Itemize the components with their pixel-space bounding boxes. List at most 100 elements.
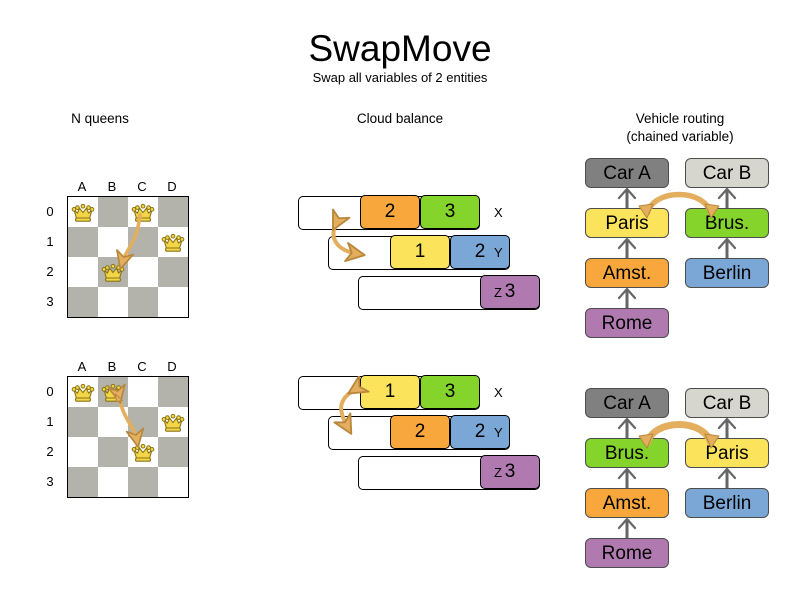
page-title: SwapMove: [308, 28, 492, 69]
board-cell-b1[interactable]: [98, 407, 128, 437]
cloud-process-purple-3[interactable]: 3: [480, 274, 540, 309]
board-cell-a3[interactable]: [68, 287, 98, 317]
vehicle-car-b[interactable]: Car B: [685, 388, 769, 418]
cloud-label-x: X: [494, 205, 503, 220]
board-cell-b1[interactable]: [98, 227, 128, 257]
board-cell-b2[interactable]: [98, 437, 128, 467]
page-subtitle: Swap all variables of 2 entities: [312, 70, 488, 85]
cloud-process-orange-2[interactable]: 2: [390, 414, 450, 449]
cloud-process-yellow-1[interactable]: 1: [360, 374, 420, 409]
board-column-label-b: B: [107, 179, 117, 194]
board-row-label-2: 2: [46, 444, 54, 459]
board-column-label-a: A: [77, 359, 87, 374]
section-title-n-queens: N queens: [71, 111, 129, 126]
vehicle-swap-arrow-before: [638, 191, 720, 219]
board-cell-c3[interactable]: [128, 287, 158, 317]
board-cell-a0[interactable]: [68, 377, 98, 407]
board-cell-a1[interactable]: [68, 407, 98, 437]
board-cell-b0[interactable]: [98, 197, 128, 227]
cloud-process-purple-3[interactable]: 3: [480, 454, 540, 489]
board-row-label-3: 3: [46, 294, 54, 309]
cloud-label-y: Y: [494, 425, 503, 440]
board-cell-d3[interactable]: [158, 287, 188, 317]
cloud-process-blue-2[interactable]: 2: [450, 414, 510, 449]
vehicle-swap-arrow-after: [638, 421, 720, 449]
cloud-label-z: Z: [494, 465, 502, 480]
customer-berlin[interactable]: Berlin: [685, 488, 769, 518]
customer-brus[interactable]: Brus.: [685, 208, 769, 238]
board-cell-c2[interactable]: [128, 437, 158, 467]
cloud-process-yellow-1[interactable]: 1: [390, 234, 450, 269]
cloud-process-green-3[interactable]: 3: [420, 374, 480, 409]
chessboard-before: [67, 196, 189, 318]
chain-arrows-car-a-after: [617, 418, 637, 538]
board-cell-a0[interactable]: [68, 197, 98, 227]
board-cell-c0[interactable]: [128, 377, 158, 407]
board-cell-b2[interactable]: [98, 257, 128, 287]
board-cell-b3[interactable]: [98, 467, 128, 497]
board-cell-c0[interactable]: [128, 197, 158, 227]
board-row-label-1: 1: [46, 234, 54, 249]
customer-paris[interactable]: Paris: [685, 438, 769, 468]
board-cell-c1[interactable]: [128, 407, 158, 437]
chessboard-after: [67, 376, 189, 498]
section-title-cloud-balance: Cloud balance: [356, 111, 444, 126]
board-cell-a2[interactable]: [68, 437, 98, 467]
board-cell-d0[interactable]: [158, 197, 188, 227]
cloud-process-blue-2[interactable]: 2: [450, 234, 510, 269]
chain-arrows-car-a-before: [617, 188, 637, 308]
cloud-label-z: Z: [494, 285, 502, 300]
n-queens-board-before: A B C D 0 1 2 3: [22, 179, 202, 342]
board-row-label-1: 1: [46, 414, 54, 429]
section-title-line-2: (chained variable): [626, 129, 734, 144]
board-cell-c3[interactable]: [128, 467, 158, 497]
board-cell-d2[interactable]: [158, 257, 188, 287]
board-cell-c2[interactable]: [128, 257, 158, 287]
customer-amst[interactable]: Amst.: [585, 258, 669, 288]
board-column-label-a: A: [77, 179, 87, 194]
board-column-label-c: C: [137, 179, 147, 194]
board-column-label-d: D: [167, 359, 177, 374]
board-column-label-b: B: [107, 359, 117, 374]
board-cell-b0[interactable]: [98, 377, 128, 407]
board-cell-a2[interactable]: [68, 257, 98, 287]
board-cell-d1[interactable]: [158, 227, 188, 257]
board-row-label-0: 0: [46, 204, 54, 219]
customer-rome[interactable]: Rome: [585, 538, 669, 568]
board-row-label-3: 3: [46, 474, 54, 489]
cloud-process-orange-2[interactable]: 2: [360, 194, 420, 229]
section-title-vehicle-routing: Vehicle routing (chained variable): [580, 110, 780, 146]
board-column-label-d: D: [167, 179, 177, 194]
vehicle-car-a[interactable]: Car A: [585, 158, 669, 188]
board-column-label-c: C: [137, 359, 147, 374]
customer-berlin[interactable]: Berlin: [685, 258, 769, 288]
board-cell-d3[interactable]: [158, 467, 188, 497]
board-cell-a1[interactable]: [68, 227, 98, 257]
cloud-label-y: Y: [494, 245, 503, 260]
board-cell-d2[interactable]: [158, 437, 188, 467]
board-cell-a3[interactable]: [68, 467, 98, 497]
board-cell-c1[interactable]: [128, 227, 158, 257]
board-cell-b3[interactable]: [98, 287, 128, 317]
customer-rome[interactable]: Rome: [585, 308, 669, 338]
board-cell-d1[interactable]: [158, 407, 188, 437]
board-row-label-2: 2: [46, 264, 54, 279]
cloud-label-x: X: [494, 385, 503, 400]
section-title-line-1: Vehicle routing: [635, 111, 725, 126]
customer-brus[interactable]: Brus.: [585, 438, 669, 468]
chain-arrows-car-b-before: [717, 188, 737, 258]
cloud-process-green-3[interactable]: 3: [420, 194, 480, 229]
board-cell-d0[interactable]: [158, 377, 188, 407]
chain-arrows-car-b-after: [717, 418, 737, 488]
